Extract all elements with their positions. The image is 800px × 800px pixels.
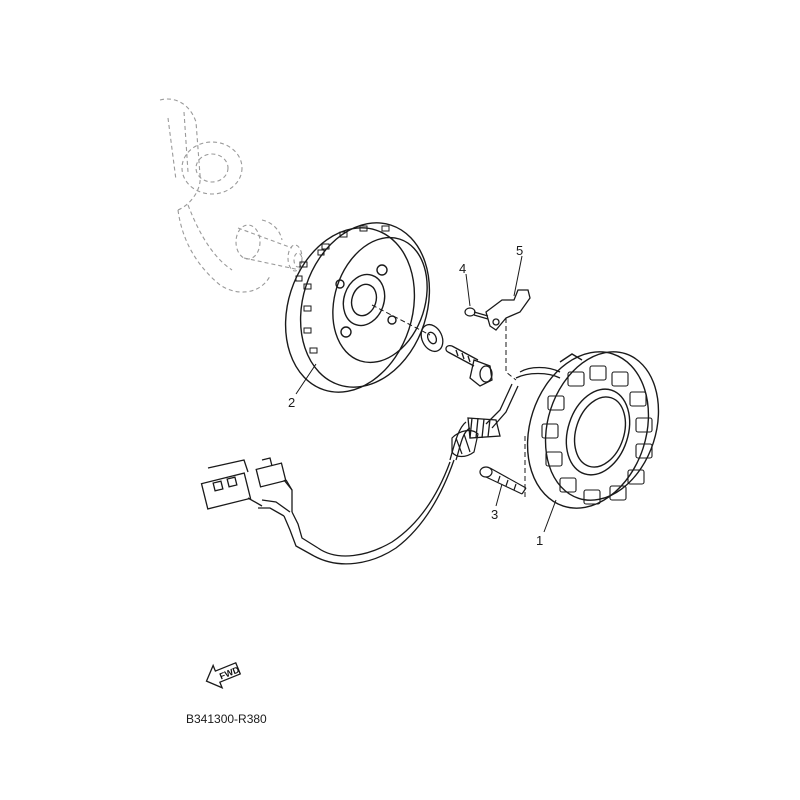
clamp-dashed-guide	[505, 318, 517, 381]
rotor-slots	[295, 225, 390, 354]
callout-leaders	[295, 255, 557, 533]
reference-code: B341300-R380	[186, 712, 267, 726]
lead-clamp	[485, 289, 531, 331]
callout-1-stator: 1	[536, 533, 544, 548]
callout-2-rotor: 2	[288, 395, 296, 410]
callout-3-bolt: 3	[491, 507, 499, 522]
callout-4-screw: 4	[459, 261, 467, 276]
crankshaft-ghost	[159, 98, 303, 293]
wire-harness	[258, 366, 561, 565]
rotor-axis-line	[371, 304, 431, 336]
stator-poles	[541, 365, 653, 505]
screw	[464, 307, 489, 320]
stator	[526, 351, 660, 509]
connector-small	[255, 457, 293, 491]
callout-5-clamp: 5	[516, 243, 524, 258]
rotor-flywheel	[284, 222, 431, 393]
washer	[420, 323, 444, 353]
wire-grommet	[451, 429, 479, 458]
connector-large	[200, 459, 263, 510]
stator-bolt	[479, 466, 527, 495]
rotor-bolt	[445, 344, 493, 387]
forward-arrow-icon: FWD	[205, 661, 241, 689]
